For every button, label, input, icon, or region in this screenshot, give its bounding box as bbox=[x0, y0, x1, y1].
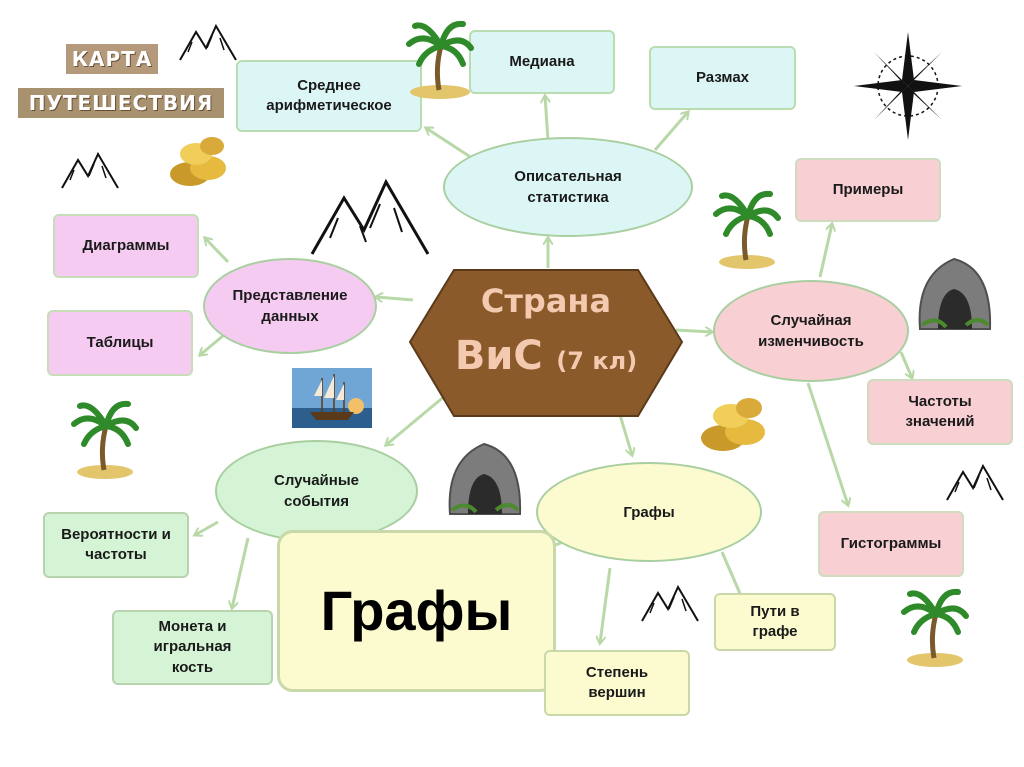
palm-tree-icon bbox=[901, 588, 969, 667]
center-title-main: ВиС bbox=[454, 333, 543, 379]
sailing-ship-icon bbox=[292, 368, 372, 428]
leaf-paths-in-graph[interactable]: Пути в графе bbox=[714, 593, 836, 651]
compass-rose-icon bbox=[854, 32, 962, 140]
map-title-line2: ПУТЕШЕСТВИЯ bbox=[18, 88, 224, 118]
center-title-line2: ВиС (7 кл) bbox=[406, 333, 686, 379]
cave-icon bbox=[448, 442, 522, 515]
leaf-mean[interactable]: Среднее арифметическое bbox=[236, 60, 422, 132]
mountains-icon bbox=[310, 178, 430, 255]
mountains-icon bbox=[946, 463, 1004, 501]
leaf-histograms[interactable]: Гистограммы bbox=[818, 511, 964, 577]
center-hexagon bbox=[408, 269, 684, 417]
center-title-line1: Страна bbox=[480, 282, 612, 320]
mountains-icon bbox=[179, 23, 237, 61]
graphs-big-card[interactable]: Графы bbox=[277, 530, 556, 692]
leaf-range[interactable]: Размах bbox=[649, 46, 796, 110]
gold-coins-icon bbox=[701, 398, 765, 451]
leaf-coin-dice[interactable]: Монета и игральная кость bbox=[112, 610, 273, 685]
map-title-line1: КАРТА bbox=[66, 44, 158, 74]
hub-data-representation[interactable]: Представление данных bbox=[203, 258, 377, 354]
palm-tree-icon bbox=[406, 20, 474, 99]
hub-random-variability[interactable]: Случайная изменчивость bbox=[713, 280, 909, 382]
palm-tree-icon bbox=[71, 400, 139, 479]
hub-graphs[interactable]: Графы bbox=[536, 462, 762, 562]
leaf-vertex-degree[interactable]: Степень вершин bbox=[544, 650, 690, 716]
leaf-probabilities[interactable]: Вероятности и частоты bbox=[43, 512, 189, 578]
leaf-median[interactable]: Медиана bbox=[469, 30, 615, 94]
palm-tree-icon bbox=[713, 190, 781, 269]
leaf-examples[interactable]: Примеры bbox=[795, 158, 941, 222]
gold-coins-icon bbox=[170, 137, 226, 186]
mountains-icon bbox=[641, 584, 699, 622]
hub-random-events[interactable]: Случайные события bbox=[215, 440, 418, 542]
cave-icon bbox=[918, 257, 992, 330]
leaf-tables[interactable]: Таблицы bbox=[47, 310, 193, 376]
center-title-sub: (7 кл) bbox=[556, 347, 638, 375]
mountains-icon bbox=[61, 151, 119, 189]
leaf-diagrams[interactable]: Диаграммы bbox=[53, 214, 199, 278]
leaf-value-frequencies[interactable]: Частоты значений bbox=[867, 379, 1013, 445]
hub-descriptive-statistics[interactable]: Описательная статистика bbox=[443, 137, 693, 237]
